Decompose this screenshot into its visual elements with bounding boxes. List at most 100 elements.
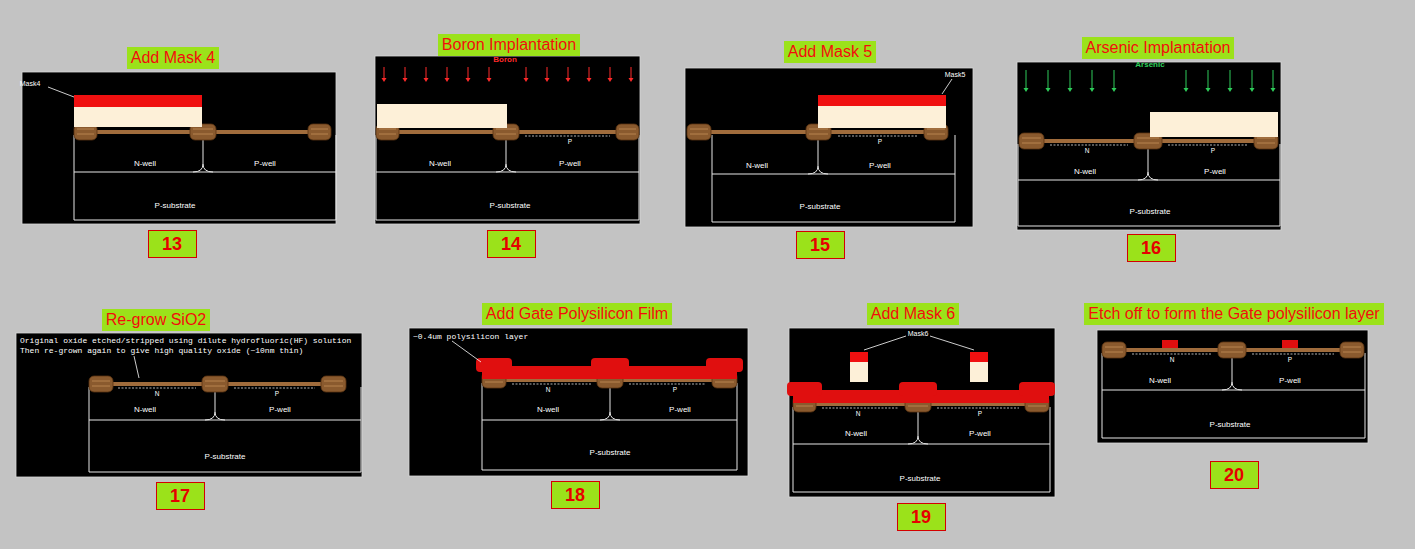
mask-top [74, 95, 202, 107]
well-boundary [193, 135, 213, 172]
implant-arrow [1186, 70, 1187, 88]
process-step-panel [787, 328, 1055, 497]
polysilicon-layer [787, 382, 822, 396]
implant-arrow-head [466, 78, 471, 82]
region-label: P-substrate [205, 453, 246, 461]
implant-region [525, 136, 610, 137]
step-number: 19 [911, 506, 931, 528]
implant-arrow-head [382, 78, 387, 82]
process-note: Then re-grown again to give high quality… [20, 347, 303, 355]
gate-poly [1162, 340, 1178, 348]
mask-layer [970, 352, 988, 382]
implant-arrow-head [608, 78, 613, 82]
step-title: Etch off to form the Gate polysilicon la… [1088, 304, 1379, 324]
field-oxide-grain [600, 382, 620, 383]
doping-label: N [856, 411, 861, 418]
implant-region [822, 408, 899, 409]
field-oxide-grain [496, 134, 516, 135]
mask-top [970, 352, 988, 362]
field-oxide-grain [1022, 138, 1041, 139]
panel-background [409, 328, 748, 476]
substrate-outline [1018, 144, 1280, 226]
implant-arrow [405, 67, 406, 78]
polysilicon-layer [591, 358, 629, 372]
panel-background [22, 72, 336, 224]
process-step-panel [16, 333, 362, 477]
step-number-box: 13 [148, 230, 197, 258]
well-bottom [793, 444, 1050, 445]
panel-background [685, 68, 973, 227]
field-oxide-grain [927, 129, 945, 130]
implant-arrow-head [1250, 88, 1255, 92]
region-label: P-substrate [490, 202, 531, 210]
field-oxide-grain [311, 129, 328, 130]
implant-arrow [1252, 70, 1253, 88]
field-oxide-grain [908, 406, 928, 407]
implant-arrow [526, 67, 527, 78]
implant-arrow [1048, 70, 1049, 88]
implant-arrow-head [524, 78, 529, 82]
implant-region [512, 384, 591, 385]
implant-arrow [1273, 70, 1274, 88]
field-oxide-grain [619, 134, 636, 135]
field-oxide-grain [496, 129, 516, 130]
implant-arrow [631, 67, 632, 78]
well-boundary [1222, 353, 1242, 390]
implant-species: Arsenic [1135, 61, 1164, 69]
polysilicon-layer [706, 358, 743, 372]
doping-label: P [568, 139, 572, 146]
field-oxide-grain [1257, 143, 1275, 144]
mask-layer [850, 352, 868, 382]
region-label: N-well [1074, 168, 1096, 176]
implant-arrow-head [403, 78, 408, 82]
region-label: P-substrate [1210, 421, 1251, 429]
implant-region [838, 136, 918, 137]
region-label: P-well [1204, 168, 1226, 176]
step-title: Boron Implantation [442, 35, 576, 55]
field-oxide-grain [1028, 406, 1046, 407]
implant-arrow-head [1271, 88, 1276, 92]
field-oxide-grain [205, 386, 225, 387]
field-oxide-grain [324, 381, 343, 382]
field-oxide-grain [1221, 347, 1243, 348]
panel-background [1017, 62, 1281, 230]
field-oxide-grain [77, 129, 94, 130]
implant-arrow-head [587, 78, 592, 82]
panel-background [16, 333, 362, 477]
region-label: N-well [134, 406, 156, 414]
field-oxide-grain [1343, 352, 1361, 353]
field-oxide-grain [619, 129, 636, 130]
step-number: 20 [1224, 464, 1244, 486]
step-number: 17 [170, 485, 190, 507]
step-title: Add Mask 4 [131, 48, 215, 68]
leader-line [930, 336, 974, 350]
implant-arrow-head [1112, 88, 1117, 92]
field-oxide-grain [809, 134, 828, 135]
region-label: N-well [537, 406, 559, 414]
step-title-banner: Re-grow SiO2 [102, 309, 210, 331]
field-oxide-grain [1105, 347, 1123, 348]
region-label: P-well [1279, 377, 1301, 385]
leader-line [452, 341, 481, 362]
process-step-panel [685, 68, 973, 227]
field-oxide [321, 376, 346, 392]
mask-top [818, 95, 946, 106]
well-boundary [496, 135, 516, 172]
implant-species: Boron [493, 56, 517, 64]
implant-arrow-head [1046, 88, 1051, 92]
doping-label: P [978, 411, 982, 418]
field-oxide-grain [927, 134, 945, 135]
implant-arrow [610, 67, 611, 78]
implant-arrow-head [487, 78, 492, 82]
polysilicon-layer [899, 382, 937, 396]
well-boundary [908, 407, 928, 444]
leader-line [942, 79, 952, 94]
region-label: N-well [134, 160, 156, 168]
well-bottom [1102, 390, 1365, 391]
implant-arrow [1230, 70, 1231, 88]
step-title-banner: Add Mask 4 [127, 47, 219, 69]
doping-label: P [1288, 357, 1292, 364]
field-oxide [1218, 342, 1246, 358]
field-oxide-grain [715, 382, 734, 383]
process-step-panel [409, 328, 748, 476]
